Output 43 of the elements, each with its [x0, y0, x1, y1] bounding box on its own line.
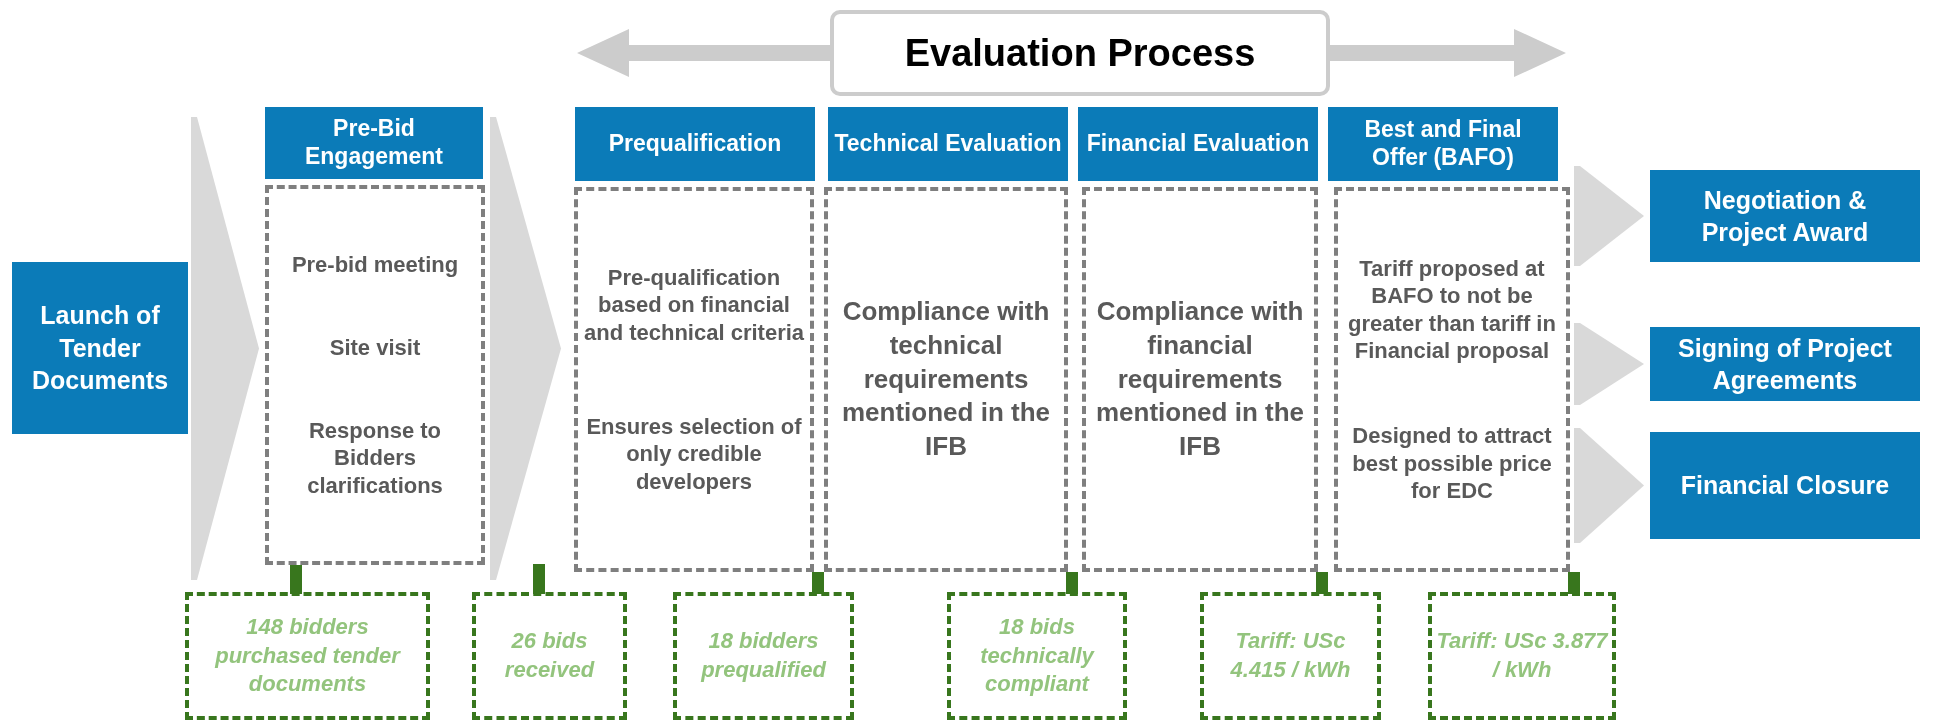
connector-tab	[1066, 572, 1078, 594]
result-callout: 18 bidders prequalified	[673, 592, 854, 720]
connector-tab	[290, 565, 302, 594]
chevron-arrow	[191, 117, 259, 580]
stage-header: Technical Evaluation	[828, 107, 1068, 181]
block-arrow	[577, 29, 830, 77]
detail-text: Response to Bidders clarifications	[306, 416, 444, 500]
connector-tab	[533, 564, 545, 594]
connector-tab	[812, 572, 824, 594]
stage-panel	[824, 187, 1068, 572]
stage-header: Pre-Bid Engagement	[265, 107, 483, 179]
stage-header: Financial Evaluation	[1078, 107, 1318, 181]
stage-header: Best and Final Offer (BAFO)	[1328, 107, 1558, 181]
result-callout: Tariff: USc 4.415 / kWh	[1200, 592, 1381, 720]
detail-text: Compliance with financial requirements mentioned in the IFB	[1095, 295, 1305, 464]
chevron-arrow	[1574, 166, 1644, 266]
chevron-arrow	[1574, 323, 1644, 405]
stage-box: Signing of Project Agreements	[1650, 327, 1920, 401]
result-callout: Tariff: USc 3.877 / kWh	[1428, 592, 1616, 720]
result-callout: 18 bids technically compliant	[947, 592, 1127, 720]
stage-box: Negotiation & Project Award	[1650, 170, 1920, 262]
detail-text: Pre-bid meeting	[291, 250, 459, 279]
detail-text: Ensures selection of only credible developers	[585, 412, 803, 496]
stage-panel	[574, 187, 814, 572]
stage-panel	[265, 185, 485, 565]
detail-text: Site visit	[329, 333, 421, 362]
stage-panel	[1334, 187, 1570, 572]
detail-text: Designed to attract best possible price for EDC	[1351, 422, 1553, 505]
detail-text: Compliance with technical requirements mentioned in the IFB	[841, 295, 1051, 464]
detail-text: Pre-qualification based on financial and technical criteria	[582, 263, 806, 347]
stage-panel	[1082, 187, 1318, 572]
stage-box: Financial Closure	[1650, 432, 1920, 539]
chevron-arrow	[1574, 428, 1644, 543]
chevron-arrow	[490, 117, 561, 580]
detail-text: Tariff proposed at BAFO to not be greater than tariff in Financial proposal	[1347, 254, 1557, 365]
stage-header: Prequalification	[575, 107, 815, 181]
result-callout: 148 bidders purchased tender documents	[185, 592, 430, 720]
connector-tab	[1316, 572, 1328, 594]
block-arrow	[1330, 29, 1566, 77]
stage-box: Launch of Tender Documents	[12, 262, 188, 434]
title-box: Evaluation Process	[830, 10, 1330, 96]
result-callout: 26 bids received	[472, 592, 627, 720]
connector-tab	[1568, 572, 1580, 594]
